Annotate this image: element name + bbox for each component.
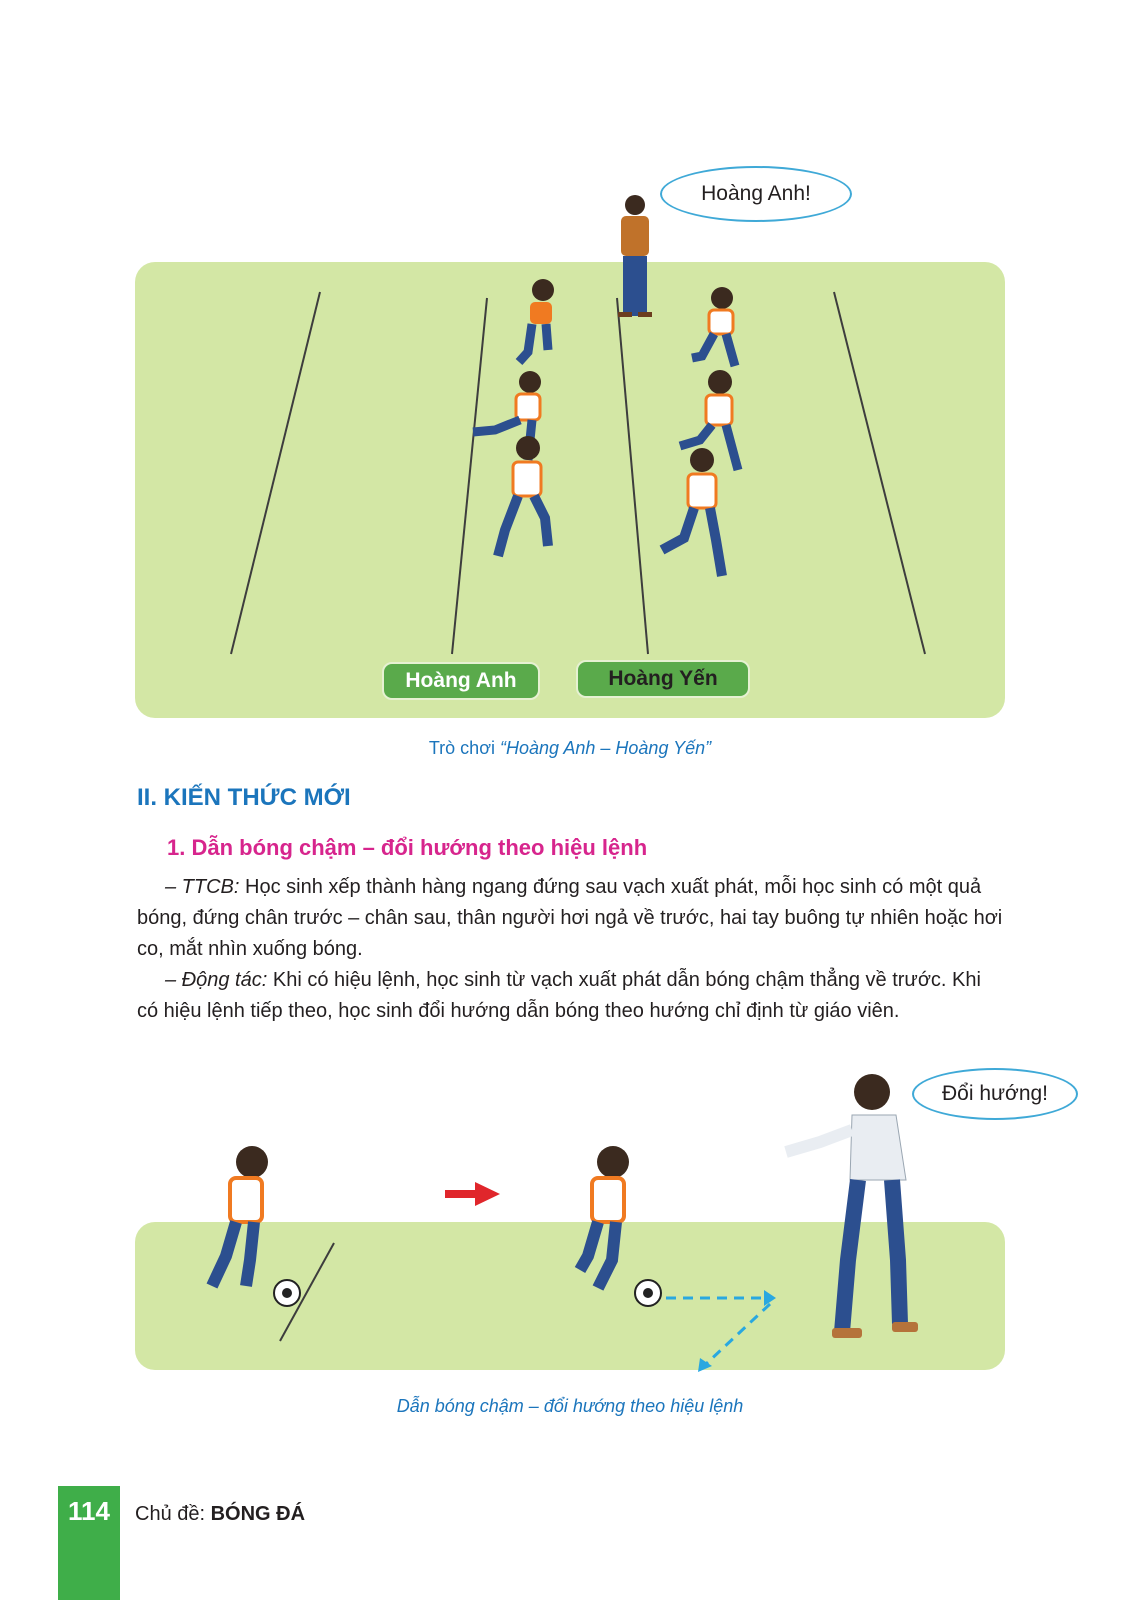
paragraph-dong-tac: – Động tác: Khi có hiệu lệnh, học sinh t… xyxy=(137,965,1007,1027)
speech-text: Đổi hướng! xyxy=(941,1082,1049,1105)
term-dong-tac: – Động tác: xyxy=(165,969,268,991)
child-figure xyxy=(574,1146,662,1307)
dribbling-illustration xyxy=(206,1074,918,1372)
runner-figure xyxy=(493,436,553,558)
speech-bubble: Hoàng Anh! xyxy=(660,166,852,222)
page-number: 114 xyxy=(68,1496,110,1526)
lane-line xyxy=(230,291,321,655)
runner-figure xyxy=(691,287,740,368)
teacher-figure xyxy=(784,1074,918,1338)
section-heading: II. KIẾN THỨC MỚI xyxy=(137,784,351,811)
figure-caption-bottom: Dẫn bóng chậm – đổi hướng theo hiệu lệnh xyxy=(396,1396,744,1416)
path-arrowhead xyxy=(764,1290,776,1306)
page-number-bar xyxy=(58,1486,120,1600)
team-label-right: Hoàng Yến xyxy=(576,660,750,698)
running-field xyxy=(135,262,1005,718)
subsection-heading: 1. Dẫn bóng chậm – đổi hướng theo hiệu l… xyxy=(167,835,648,860)
figure-caption-top: Trò chơi “Hoàng Anh – Hoàng Yến” xyxy=(135,738,1005,759)
paragraph-text: Khi có hiệu lệnh, học sinh từ vạch xuất … xyxy=(137,969,981,1022)
runner-figure xyxy=(678,370,743,472)
topic-label: Chủ đề: xyxy=(135,1503,211,1525)
dribble-path xyxy=(666,1296,772,1366)
speech-bubble-bottom: Đổi hướng! xyxy=(912,1068,1078,1120)
path-arrowhead xyxy=(698,1358,712,1372)
teacher-figure xyxy=(618,195,652,317)
team-label-left-text: Hoàng Anh xyxy=(405,669,517,692)
caption-title: “Hoàng Anh – Hoàng Yến” xyxy=(500,738,712,758)
lane-line xyxy=(833,291,926,655)
topic-name: BÓNG ĐÁ xyxy=(210,1503,306,1525)
running-game-illustration xyxy=(230,195,926,655)
lane-line xyxy=(451,297,488,655)
lane-lines xyxy=(230,291,926,655)
caption-prefix: Trò chơi xyxy=(428,738,500,758)
runner-figure xyxy=(515,279,554,366)
footer-topic: Chủ đề: BÓNG ĐÁ xyxy=(135,1503,305,1526)
team-label-right-text: Hoàng Yến xyxy=(608,667,718,690)
lane-line xyxy=(616,297,649,655)
paragraph-text: Học sinh xếp thành hàng ngang đứng sau v… xyxy=(137,876,1003,960)
start-line xyxy=(279,1242,335,1342)
body-text: – TTCB: Học sinh xếp thành hàng ngang đứ… xyxy=(137,872,1007,1027)
term-ttcb: – TTCB: xyxy=(165,876,240,898)
paragraph-ttcb: – TTCB: Học sinh xếp thành hàng ngang đứ… xyxy=(137,872,1007,965)
speech-text: Hoàng Anh! xyxy=(701,182,811,205)
direction-arrow-red xyxy=(445,1182,500,1206)
runner-figure xyxy=(659,448,727,577)
team-label-left: Hoàng Anh xyxy=(382,662,540,700)
child-figure xyxy=(206,1146,301,1307)
